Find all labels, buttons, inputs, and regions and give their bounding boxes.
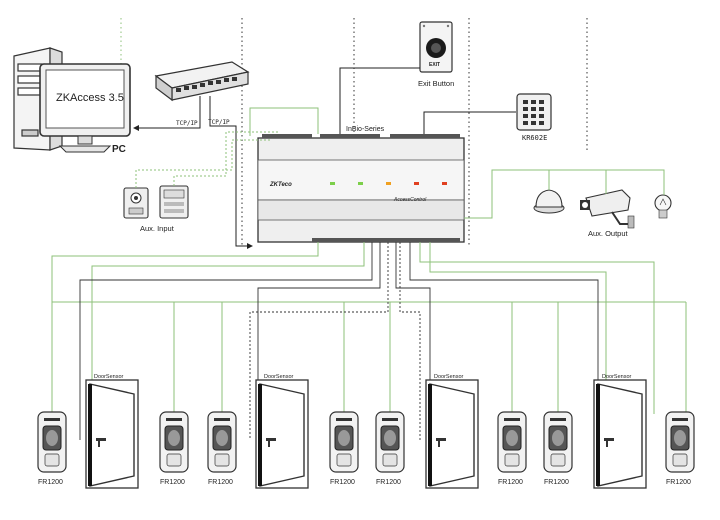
link-pc-controller-green <box>249 107 319 136</box>
door-sensor-label: DoorSensor <box>94 374 124 380</box>
controller-series-label: InBio-Series <box>346 126 385 133</box>
link-switch-to-pc <box>133 96 201 131</box>
keypad-device <box>516 93 552 131</box>
door-set-3: FR1200 DoorSensor FR1200 <box>375 374 527 489</box>
door-wiring-dark <box>79 242 599 440</box>
door <box>425 379 479 489</box>
controller-leds <box>330 182 447 185</box>
fr1200-reader <box>159 411 189 473</box>
network-switch <box>154 61 250 102</box>
door-wiring-dotted <box>249 242 421 440</box>
link-switch-to-controller <box>209 96 253 249</box>
aux-input-label: Aux. Input <box>140 224 175 233</box>
pc-label: PC <box>112 144 126 155</box>
reader-label: FR1200 <box>376 479 401 486</box>
pc-workstation: ZKAccess 3.5 PC <box>13 47 131 155</box>
door-set-1: FR1200 DoorSensor FR1200 <box>37 374 189 489</box>
siren-icon <box>533 189 565 214</box>
fr1200-reader <box>497 411 527 473</box>
exit-plate-text: EXIT <box>429 62 440 68</box>
inbio-controller: ZKTeco AccessControl <box>257 134 465 243</box>
reader-label: FR1200 <box>160 479 185 486</box>
tcp-ip-label-right: TCP/IP <box>208 119 230 126</box>
controller-bottom-terminals <box>312 238 460 242</box>
reader-label: FR1200 <box>38 479 63 486</box>
link-keypad <box>423 111 516 135</box>
door-sensor-label: DoorSensor <box>602 374 632 380</box>
door-set-2: FR1200 DoorSensor FR1200 <box>207 374 359 489</box>
light-bulb-icon <box>654 194 672 219</box>
controller-brand: ZKTeco <box>269 182 292 188</box>
aux-output-label: Aux. Output <box>588 229 629 238</box>
reader-label: FR1200 <box>666 479 691 486</box>
reader-label: FR1200 <box>498 479 523 486</box>
reader-label: FR1200 <box>208 479 233 486</box>
aux-input-devices <box>123 185 189 219</box>
aux-output-devices <box>533 189 672 229</box>
keypad-label: KR602E <box>522 134 547 142</box>
controller-side-text: AccessControl <box>393 197 427 203</box>
door <box>85 379 139 489</box>
door <box>255 379 309 489</box>
fr1200-reader <box>543 411 573 473</box>
fr1200-reader <box>329 411 359 473</box>
door-set-4: FR1200 DoorSensor FR1200 <box>543 374 695 489</box>
door <box>593 379 647 489</box>
pc-monitor <box>39 63 131 153</box>
reader-label: FR1200 <box>330 479 355 486</box>
exit-button-device: EXIT <box>419 21 453 73</box>
pc-software-name: ZKAccess 3.5 <box>56 92 124 104</box>
fr1200-reader <box>207 411 237 473</box>
controller-top-terminals <box>262 134 460 138</box>
door-sensor-label: DoorSensor <box>264 374 294 380</box>
tcp-ip-label-left: TCP/IP <box>176 120 198 127</box>
camera-icon <box>580 189 635 229</box>
fr1200-reader <box>375 411 405 473</box>
link-exit-button <box>339 67 420 135</box>
link-aux-input <box>135 131 280 188</box>
door-wiring-green <box>51 242 687 414</box>
link-aux-output <box>464 169 665 219</box>
fr1200-reader <box>665 411 695 473</box>
reader-label: FR1200 <box>544 479 569 486</box>
fr1200-reader <box>37 411 67 473</box>
door-sensor-label: DoorSensor <box>434 374 464 380</box>
exit-button-label: Exit Button <box>418 79 454 88</box>
